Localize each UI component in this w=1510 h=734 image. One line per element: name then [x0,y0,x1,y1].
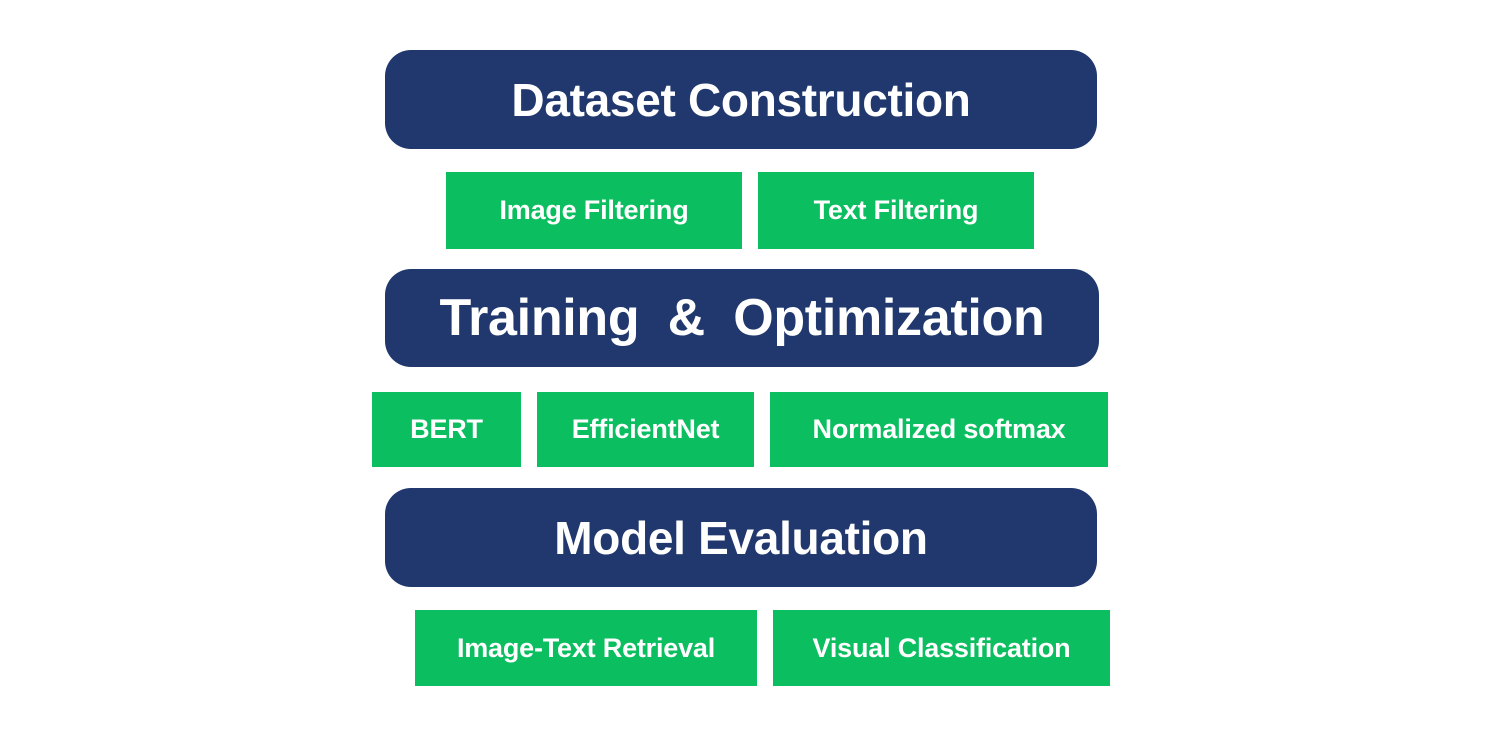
component-label: Visual Classification [812,632,1071,663]
component-label: Image-Text Retrieval [456,632,716,663]
component-label: Normalized softmax [812,414,1066,444]
component-row-dataset-construction: Image Filtering Text Filtering [446,172,1034,249]
stage-model-evaluation[interactable]: Model Evaluation [385,488,1097,587]
stage-title: Training & Optimization [439,289,1045,347]
component-row-training-optimization: BERT EfficientNet Normalized softmax [372,392,1108,467]
component-label: EfficientNet [571,414,720,444]
stage-training-optimization[interactable]: Training & Optimization [385,269,1099,367]
component-bert[interactable]: BERT [372,392,521,467]
stage-dataset-construction[interactable]: Dataset Construction [385,50,1097,149]
component-image-text-retrieval[interactable]: Image-Text Retrieval [415,610,757,686]
component-efficientnet[interactable]: EfficientNet [537,392,754,467]
stage-title: Dataset Construction [511,73,971,126]
component-image-filtering[interactable]: Image Filtering [446,172,742,249]
component-row-model-evaluation: Image-Text Retrieval Visual Classificati… [415,610,1110,686]
component-visual-classification[interactable]: Visual Classification [773,610,1110,686]
component-text-filtering[interactable]: Text Filtering [758,172,1034,249]
component-label: Text Filtering [813,195,979,225]
component-normalized-softmax[interactable]: Normalized softmax [770,392,1108,467]
stage-title: Model Evaluation [554,511,928,564]
component-label: Image Filtering [499,195,689,225]
component-label: BERT [410,414,483,444]
